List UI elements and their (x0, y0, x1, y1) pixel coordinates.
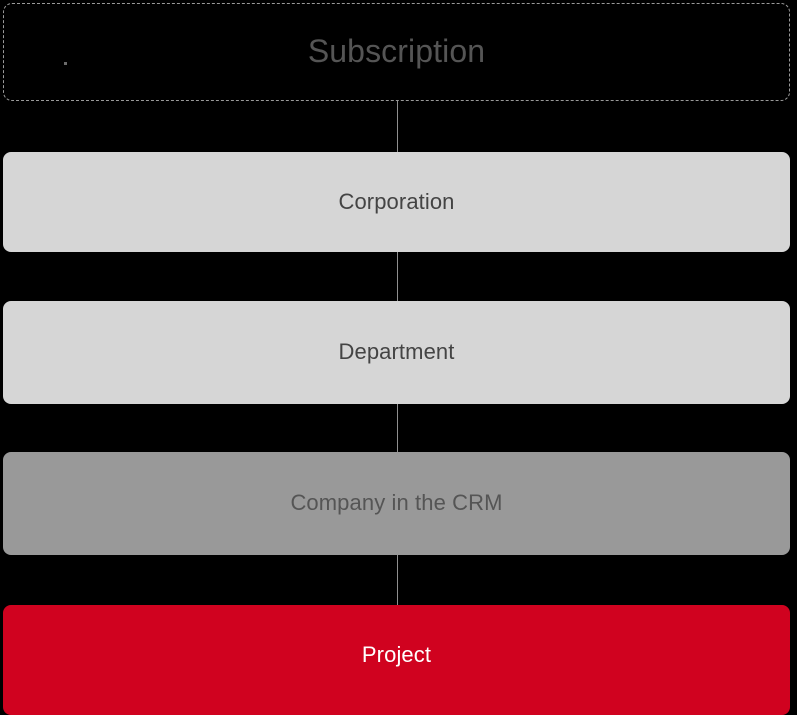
node-subscription[interactable]: Subscription (3, 3, 790, 101)
connector-company-to-project (397, 555, 398, 606)
node-department-label: Department (338, 339, 455, 365)
node-company-in-the-crm-label: Company in the CRM (290, 490, 503, 516)
node-company-in-the-crm[interactable]: Company in the CRM (3, 452, 790, 555)
connector-corporation-to-department (397, 252, 398, 302)
node-subscription-label: Subscription (307, 33, 486, 70)
connector-department-to-company (397, 404, 398, 453)
node-corporation-label: Corporation (338, 188, 455, 214)
node-project-label: Project (361, 641, 432, 667)
node-corporation[interactable]: Corporation (3, 152, 790, 252)
dot-artifact-icon (64, 62, 67, 65)
connector-subscription-to-corporation (397, 101, 398, 153)
node-department[interactable]: Department (3, 301, 790, 404)
node-project[interactable]: Project (3, 605, 790, 715)
